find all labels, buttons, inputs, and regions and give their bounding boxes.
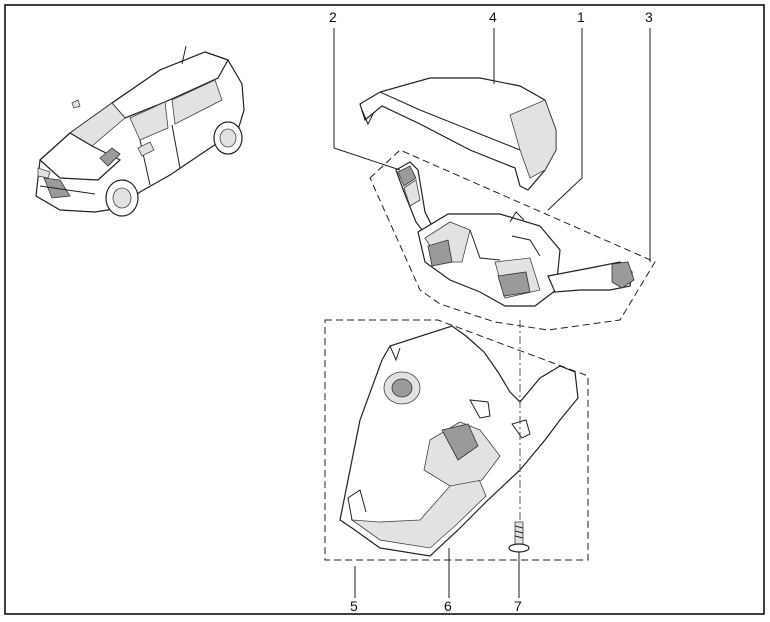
right-stalk-part-3	[547, 261, 635, 293]
callout-1: 1	[577, 9, 585, 25]
callout-5: 5	[350, 598, 358, 614]
callout-6: 6	[444, 598, 452, 614]
switch-body-part-1	[417, 211, 561, 307]
lower-shroud-dashed-outline	[324, 319, 589, 561]
callout-7: 7	[514, 598, 522, 614]
screw-part-7	[508, 521, 530, 553]
leader-line-1	[547, 28, 583, 211]
callout-4: 4	[489, 9, 497, 25]
leader-lines	[333, 28, 651, 598]
car-illustration	[35, 45, 245, 217]
frame-border	[4, 4, 765, 615]
upper-shroud-part-4	[359, 77, 557, 191]
callout-2: 2	[329, 9, 337, 25]
leader-line-2	[333, 28, 401, 171]
lower-shroud-part-5	[339, 325, 579, 557]
left-stalk-part-2	[395, 161, 436, 239]
callout-3: 3	[645, 9, 653, 25]
switch-assembly-dashed-outline	[369, 149, 656, 331]
